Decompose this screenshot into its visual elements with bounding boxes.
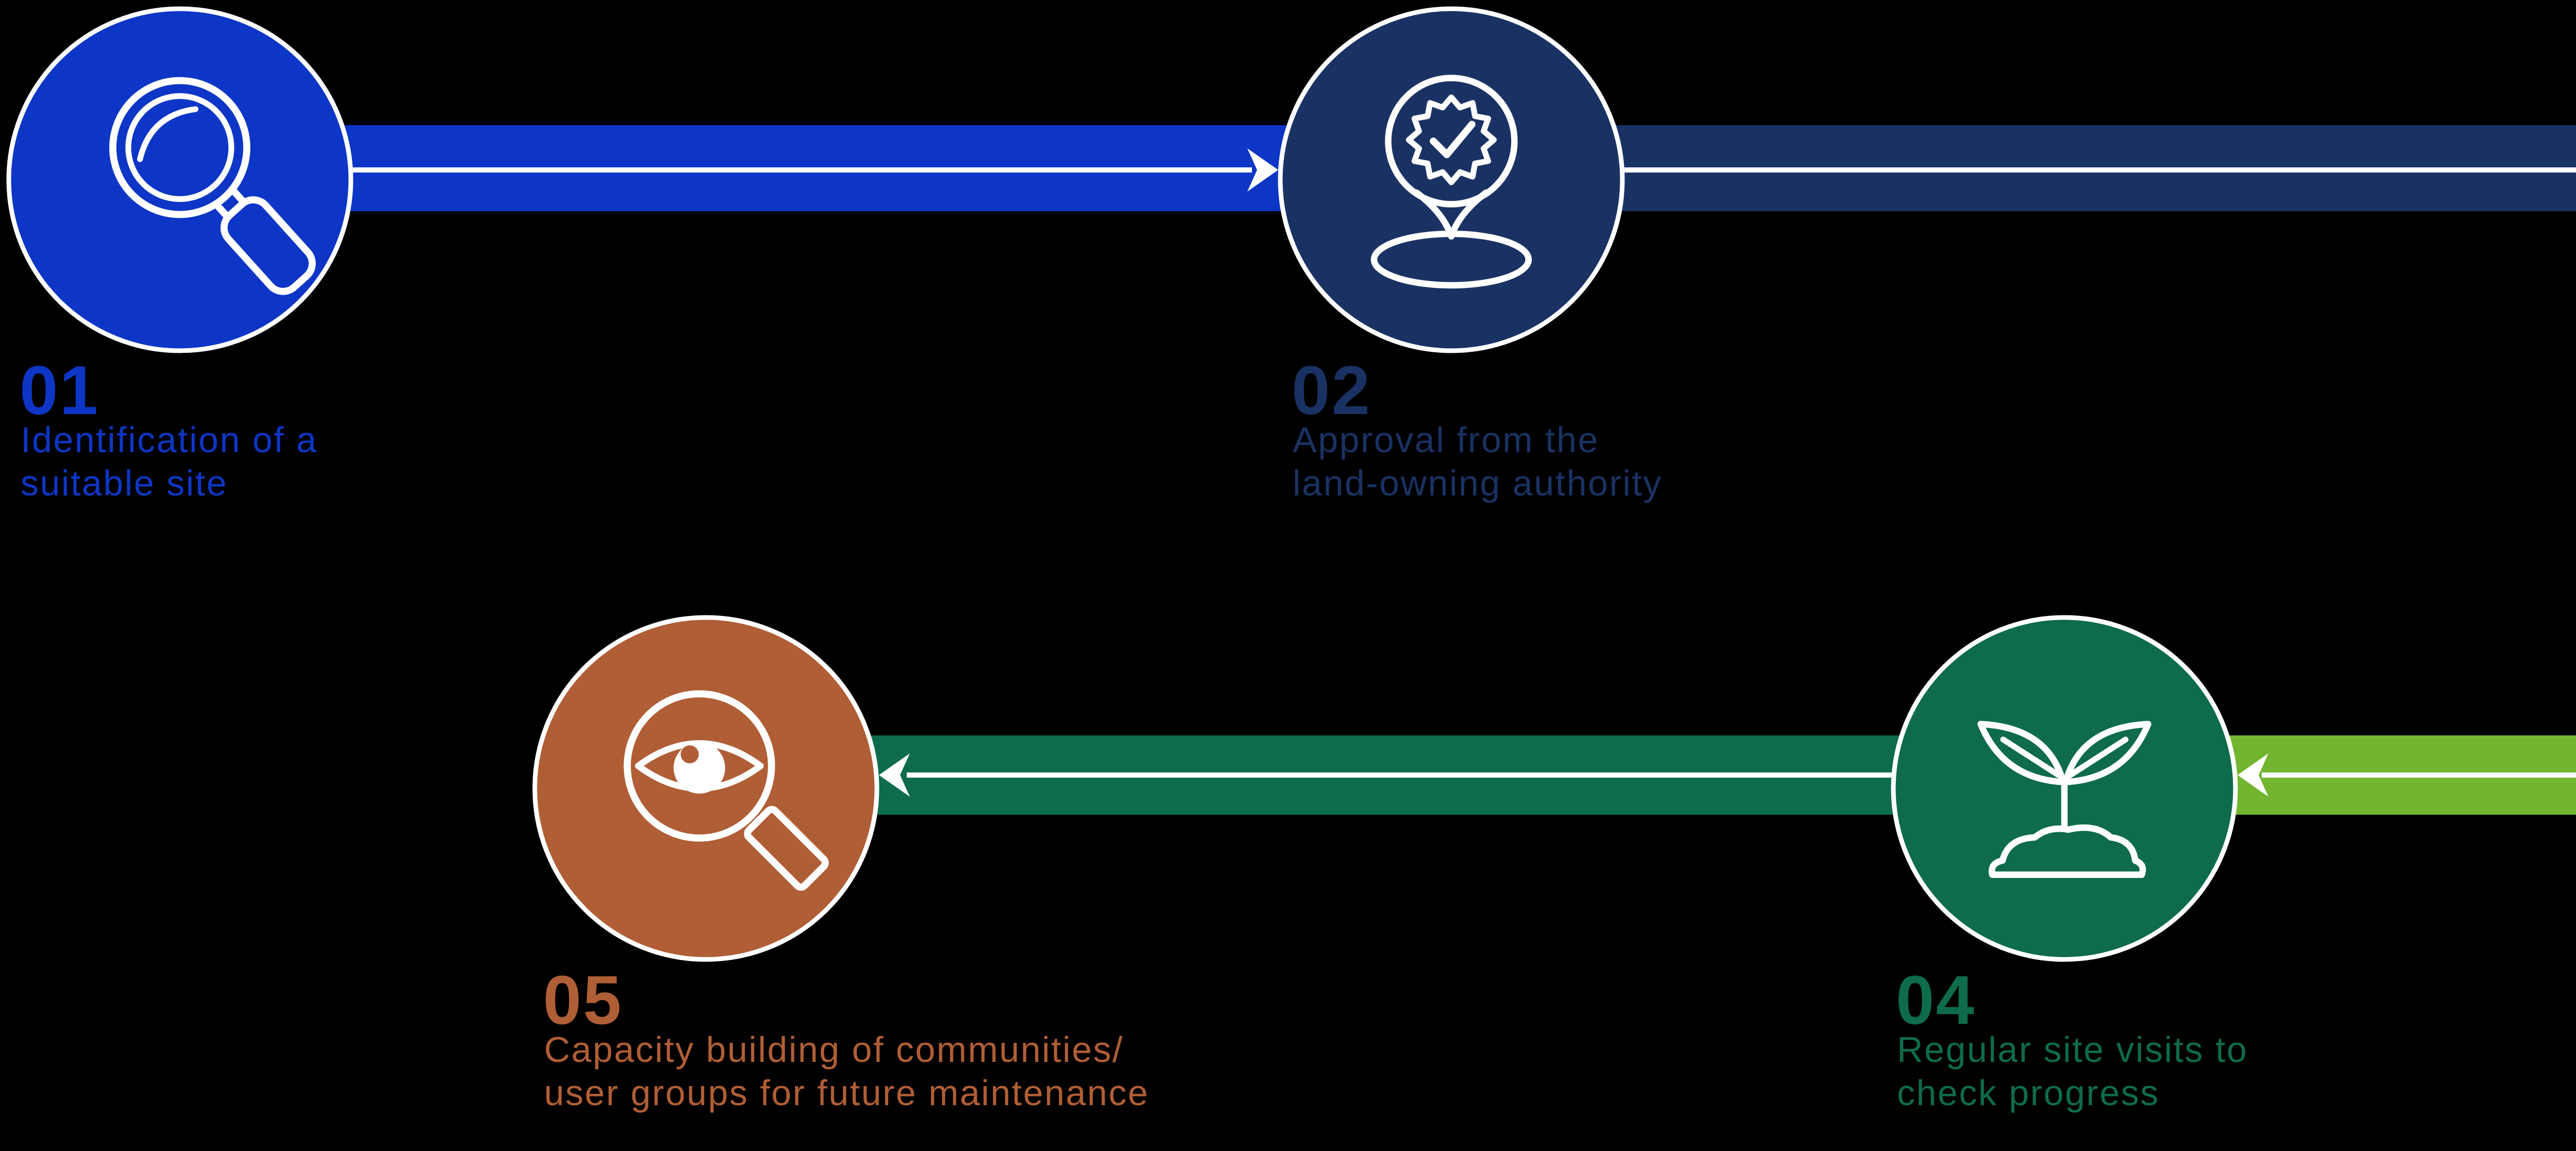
step2-number: 02 [1292,352,1372,429]
flow-lines [353,167,2576,778]
step1-label-line2: suitable site [21,463,228,503]
step2-label: Approval from the land-owning authority [1293,418,1663,505]
step5-label: Capacity building of communities/ user g… [544,1028,1149,1114]
step1-label-line1: Identification of a [21,420,318,460]
sprout-icon [1977,720,2151,878]
step2-label-line1: Approval from the [1293,420,1599,460]
step4-label: Regular site visits to check progress [1897,1028,2248,1114]
arrowhead-into-step5 [879,753,910,797]
step1-label: Identification of a suitable site [21,418,318,505]
step4-number: 04 [1896,962,1976,1039]
step1-number: 01 [20,352,100,429]
step4-label-line2: check progress [1897,1073,2160,1113]
search-magnifier-icon [109,77,316,295]
step1-circle [6,6,353,353]
step5-label-line2: user groups for future maintenance [544,1073,1149,1113]
arrowhead-into-step4 [2238,753,2268,797]
step5-label-line1: Capacity building of communities/ [544,1029,1124,1070]
eye-magnifier-icon [623,690,829,891]
flow-line-step3-step4-curve [2262,772,2576,778]
step5-number: 05 [543,962,623,1039]
step4-label-line1: Regular site visits to [1897,1029,2248,1070]
step2-label-line2: land-owning authority [1293,463,1663,503]
arrowhead-into-step2 [1247,148,1278,192]
approved-location-pin-icon [1370,75,1532,289]
